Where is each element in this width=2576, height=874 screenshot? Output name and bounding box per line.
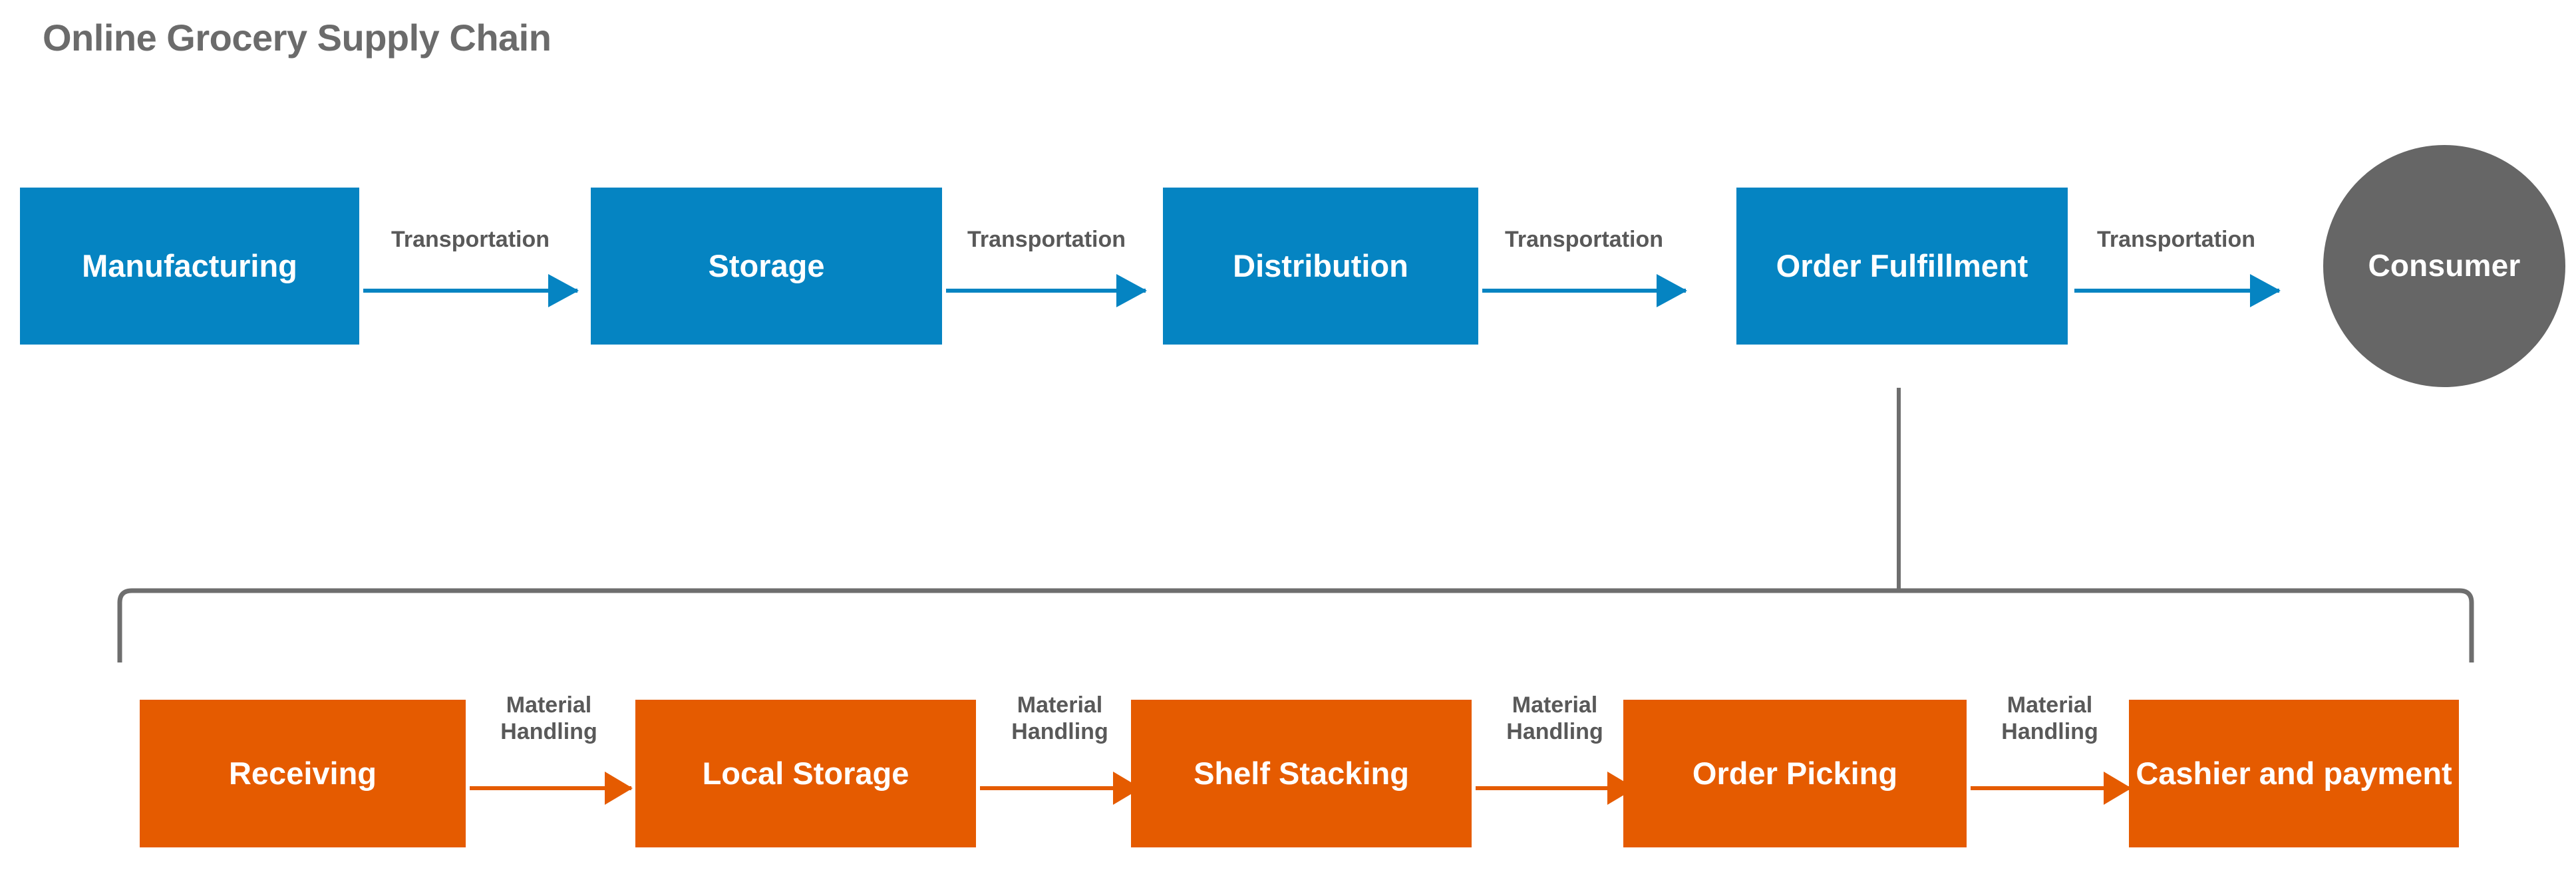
arrow-label-material-handling-3: Material Handling bbox=[1506, 692, 1603, 745]
arrow-head-icon bbox=[2104, 772, 2132, 805]
arrow-shaft bbox=[980, 786, 1140, 790]
arrow-label-transportation-4: Transportation bbox=[2096, 227, 2256, 252]
node-order-picking-label: Order Picking bbox=[1692, 755, 1898, 791]
node-order-fulfillment-label: Order Fulfillment bbox=[1776, 247, 2028, 283]
node-cashier-and-payment-label: Cashier and payment bbox=[2136, 755, 2452, 791]
node-order-picking[interactable]: Order Picking bbox=[1623, 700, 1967, 847]
arrow-shaft bbox=[1971, 786, 2130, 790]
node-manufacturing[interactable]: Manufacturing bbox=[20, 188, 359, 345]
arrow-head-icon bbox=[2250, 274, 2281, 307]
arrow-label-material-handling-1: Material Handling bbox=[500, 692, 597, 745]
arrow-head-icon bbox=[1657, 274, 1687, 307]
node-receiving-label: Receiving bbox=[228, 755, 377, 791]
arrow-shaft bbox=[470, 786, 631, 790]
arrow-shaft bbox=[2074, 289, 2279, 293]
hierarchy-stem-connector bbox=[1897, 388, 1901, 591]
arrow-shaft bbox=[363, 289, 577, 293]
arrow-label-transportation-3: Transportation bbox=[1504, 227, 1664, 252]
arrow-label-transportation-2: Transportation bbox=[967, 227, 1126, 252]
node-shelf-stacking-label: Shelf Stacking bbox=[1194, 755, 1409, 791]
node-storage[interactable]: Storage bbox=[591, 188, 942, 345]
node-shelf-stacking[interactable]: Shelf Stacking bbox=[1131, 700, 1472, 847]
arrow-shaft bbox=[1476, 786, 1634, 790]
node-distribution-label: Distribution bbox=[1233, 247, 1408, 283]
node-order-fulfillment[interactable]: Order Fulfillment bbox=[1736, 188, 2068, 345]
arrow-label-transportation-1: Transportation bbox=[391, 227, 550, 252]
node-distribution[interactable]: Distribution bbox=[1163, 188, 1478, 345]
node-storage-label: Storage bbox=[708, 247, 825, 283]
arrow-head-icon bbox=[548, 274, 579, 307]
hierarchy-bracket-connector bbox=[117, 588, 2474, 662]
node-local-storage[interactable]: Local Storage bbox=[635, 700, 976, 847]
arrow-head-icon bbox=[1116, 274, 1147, 307]
arrow-label-material-handling-2: Material Handling bbox=[1011, 692, 1108, 745]
arrow-shaft bbox=[946, 289, 1146, 293]
node-receiving[interactable]: Receiving bbox=[140, 700, 466, 847]
page-title: Online Grocery Supply Chain bbox=[43, 17, 552, 59]
arrow-label-material-handling-4: Material Handling bbox=[2001, 692, 2098, 745]
node-cashier-and-payment[interactable]: Cashier and payment bbox=[2129, 700, 2459, 847]
arrow-shaft bbox=[1482, 289, 1686, 293]
node-local-storage-label: Local Storage bbox=[702, 755, 909, 791]
node-manufacturing-label: Manufacturing bbox=[82, 247, 297, 283]
node-consumer[interactable]: Consumer bbox=[2323, 145, 2565, 387]
arrow-head-icon bbox=[605, 772, 633, 805]
node-consumer-label: Consumer bbox=[2368, 248, 2521, 283]
bracket-path bbox=[117, 588, 2474, 662]
